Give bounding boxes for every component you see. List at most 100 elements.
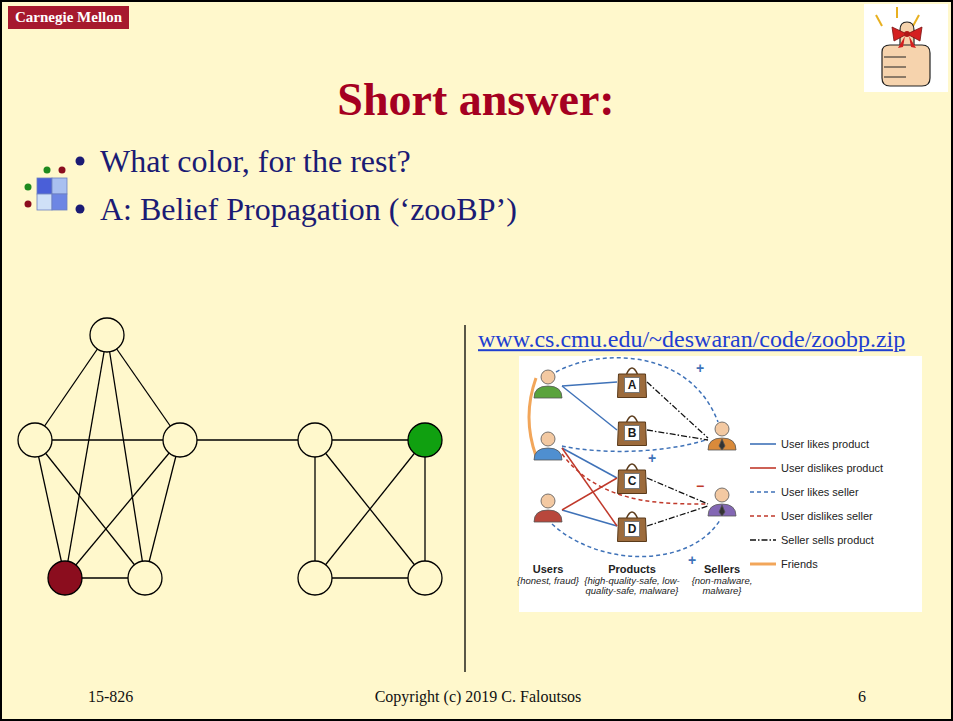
matrix-icon <box>52 178 67 194</box>
user-icon <box>534 386 562 398</box>
user-icon <box>534 370 562 522</box>
thumbs-up-icon <box>913 15 919 26</box>
graph-vertex <box>128 561 162 595</box>
column-heading: Sellers <box>704 563 740 576</box>
sign-mark: + <box>646 451 658 465</box>
likes-product-line <box>562 386 617 430</box>
graph-edge <box>107 335 145 578</box>
thumbs-up-icon <box>884 77 906 78</box>
matrix-icon <box>44 167 51 174</box>
bag-handle <box>627 368 638 374</box>
state-list: {non-malware, malware} <box>686 576 758 597</box>
legend-sample <box>750 540 776 541</box>
graph-edge <box>107 335 180 440</box>
sign-mark: − <box>694 479 706 493</box>
graph-edge <box>35 440 145 578</box>
legend-line <box>750 443 776 445</box>
graph-edge <box>65 440 180 578</box>
bullet-text: What color, for the rest? <box>100 143 411 180</box>
thumbs-up-icon <box>884 57 906 58</box>
seller-icon <box>715 488 729 502</box>
graph-vertex <box>18 423 52 457</box>
legend-sample <box>750 468 776 469</box>
bag-handle <box>627 416 638 422</box>
sign-mark: + <box>686 553 698 567</box>
column-heading: Users <box>533 563 564 576</box>
product-bag: D <box>617 510 647 542</box>
likes-product-line <box>562 510 617 526</box>
bag-handle <box>627 512 638 518</box>
sells-line <box>647 430 708 440</box>
legend-sample <box>750 444 776 445</box>
legend-line <box>750 491 776 493</box>
matrix-icon <box>52 194 67 210</box>
seller-icon <box>708 438 736 450</box>
graph-vertex <box>298 423 332 457</box>
matrix-icon <box>25 167 68 211</box>
graph-edge <box>145 440 180 578</box>
link-url: www.cs.cmu.edu/~deswaran/code/zoobp.zip <box>478 326 905 354</box>
graph-vertex <box>408 423 442 457</box>
legend-line <box>750 563 776 566</box>
graph-vertex <box>298 561 332 595</box>
matrix-icon <box>25 201 32 208</box>
seller-icon <box>715 422 729 436</box>
bag-body <box>618 470 647 494</box>
dislikes-product-line <box>562 448 617 526</box>
slide-title: Short answer: <box>337 74 614 127</box>
matrix-icon <box>37 194 52 210</box>
graph-vertex <box>90 318 124 352</box>
legend-text: User dislikes product <box>781 462 883 475</box>
thumbs-up-icon <box>884 67 906 68</box>
matrix-icon <box>37 178 52 194</box>
thumbs-up-icon <box>884 57 906 77</box>
product-bag: C <box>617 462 647 494</box>
seller-opinion-line <box>562 454 706 504</box>
page-number: 6 <box>858 688 866 706</box>
graph-edge <box>35 335 425 578</box>
legend-text: Seller sells product <box>781 534 874 547</box>
graph-edge <box>35 439 180 440</box>
legend-sample <box>750 492 776 493</box>
thumbs-up-icon <box>898 36 905 48</box>
thumbs-up-icon <box>896 7 898 18</box>
matrix-icon <box>59 167 66 174</box>
graph-vertex <box>163 423 197 457</box>
bullet-dot <box>76 157 85 214</box>
seller-icon <box>708 504 736 516</box>
graph-vertex <box>48 561 82 595</box>
legend-sample <box>750 564 776 565</box>
legend-text: User likes seller <box>781 486 859 499</box>
user-icon <box>534 448 562 460</box>
product-bag: A <box>617 366 647 398</box>
user-icon <box>541 494 555 508</box>
likes-product-line <box>562 448 617 478</box>
thumbs-up-icon <box>904 31 910 37</box>
thumbs-up-icon <box>864 4 948 92</box>
dislikes-product-line <box>562 448 617 526</box>
seller-icon <box>708 422 736 516</box>
legend-text: User likes product <box>781 438 869 451</box>
legend-line <box>750 467 776 469</box>
product-bag: B <box>617 414 647 446</box>
product-letter: C <box>624 473 641 489</box>
matrix-icon <box>25 184 32 191</box>
bag-body <box>618 422 647 446</box>
sign-mark: + <box>694 361 706 375</box>
divider-line <box>464 325 465 672</box>
sells-line <box>647 478 708 504</box>
legend <box>750 444 776 564</box>
product-letter: D <box>624 521 641 537</box>
user-icon <box>541 432 555 446</box>
bag-body <box>618 374 647 398</box>
user-icon <box>534 510 562 522</box>
legend-line <box>750 515 776 517</box>
bag-handle <box>627 464 638 470</box>
bullet-dot <box>76 205 85 214</box>
friends-link <box>529 378 536 456</box>
legend-text: Friends <box>781 558 818 571</box>
seller-icon <box>719 439 725 450</box>
likes-product-line <box>562 382 617 526</box>
